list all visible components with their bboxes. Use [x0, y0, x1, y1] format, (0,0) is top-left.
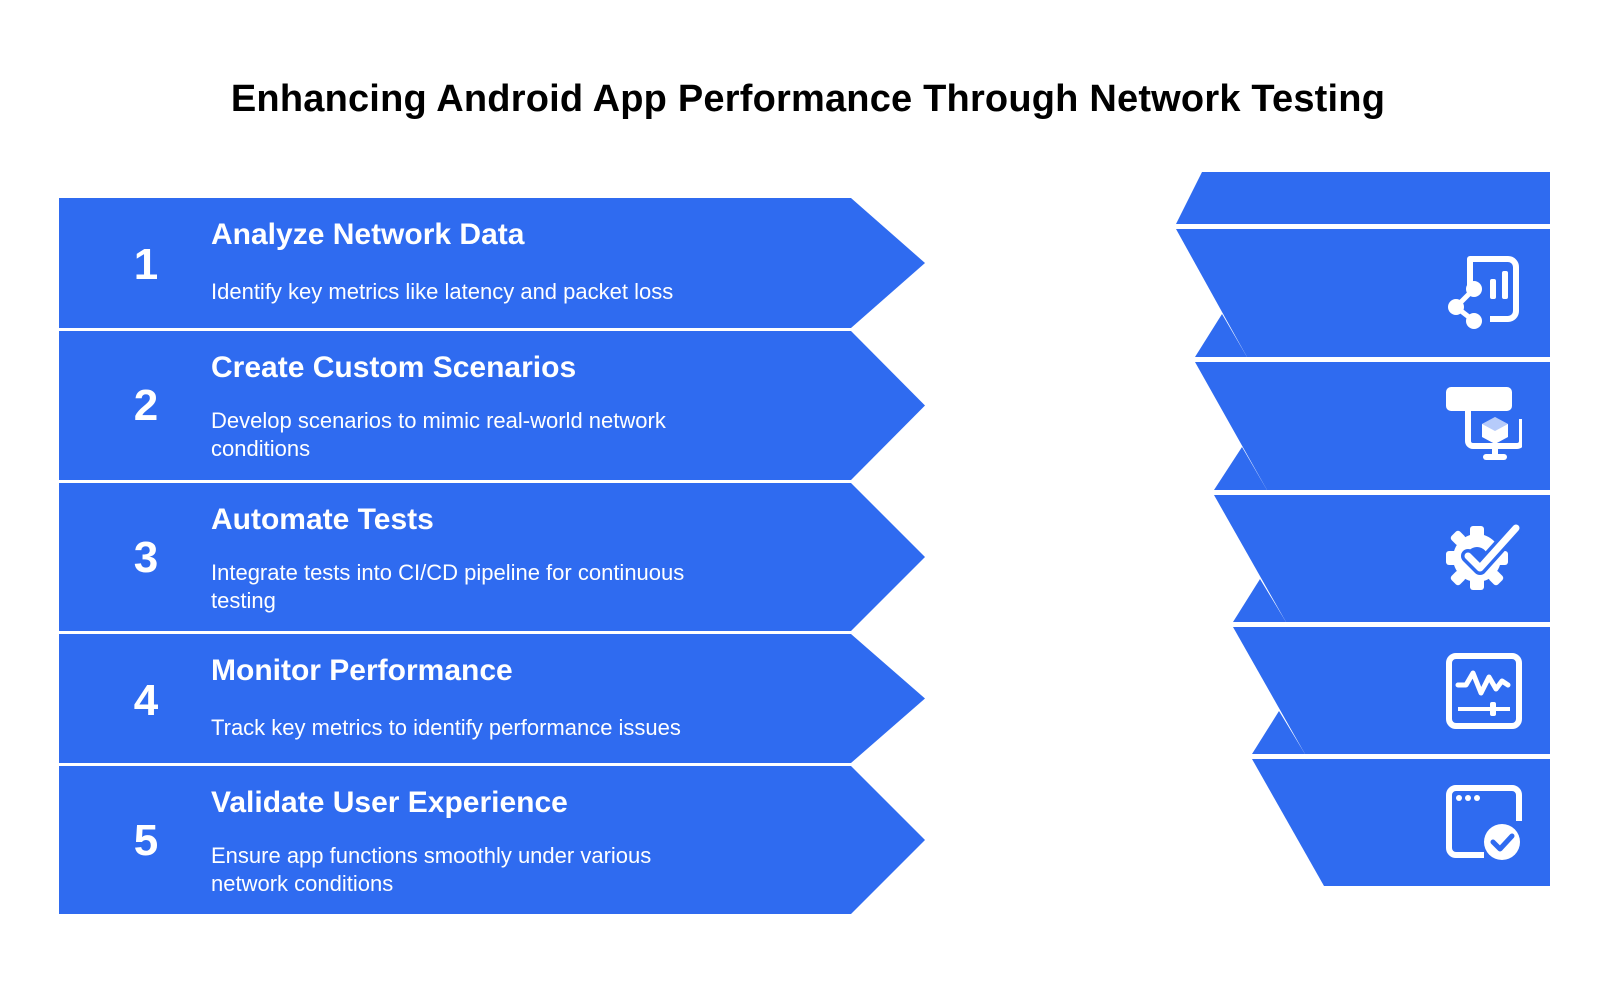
step-arrow-shape — [59, 634, 925, 763]
step-description: Integrate tests into CI/CD pipeline for … — [211, 560, 685, 613]
step-arrow-shape — [59, 331, 925, 480]
step-row-3: 3 Automate Tests Integrate tests into CI… — [59, 483, 925, 631]
step-description: Identify key metrics like latency and pa… — [211, 279, 674, 304]
step-row-5: 5 Validate User Experience Ensure app fu… — [59, 766, 925, 914]
page-title: Enhancing Android App Performance Throug… — [230, 78, 1386, 120]
step-row-1: 1 Analyze Network Data Identify key metr… — [59, 198, 925, 328]
step-arrow-shape — [59, 766, 925, 914]
step-number: 5 — [133, 816, 159, 865]
step-arrow-shape — [59, 198, 925, 328]
step-title: Automate Tests — [211, 503, 434, 536]
step-description: Ensure app functions smoothly under vari… — [211, 843, 652, 896]
gear-check-icon — [1446, 521, 1522, 590]
browser-check-icon — [1446, 785, 1522, 860]
step-number: 3 — [133, 533, 159, 582]
step-number: 2 — [133, 381, 159, 430]
step-row-4: 4 Monitor Performance Track key metrics … — [59, 634, 925, 763]
dashboard-pulse-icon — [1446, 653, 1522, 729]
step-arrow-shape — [59, 483, 925, 631]
step-row-2: 2 Create Custom Scenarios Develop scenar… — [59, 331, 925, 480]
step-description: Track key metrics to identify performanc… — [211, 715, 681, 740]
step-description: Develop scenarios to mimic real-world ne… — [211, 408, 666, 461]
monitor-cube-icon — [1446, 387, 1522, 460]
step-title: Monitor Performance — [211, 654, 513, 687]
step-number: 1 — [133, 240, 159, 289]
step-number: 4 — [133, 676, 159, 725]
step-title: Analyze Network Data — [211, 218, 525, 251]
report-share-icon — [1448, 256, 1519, 329]
step-title: Create Custom Scenarios — [211, 351, 577, 384]
step-title: Validate User Experience — [211, 786, 568, 819]
